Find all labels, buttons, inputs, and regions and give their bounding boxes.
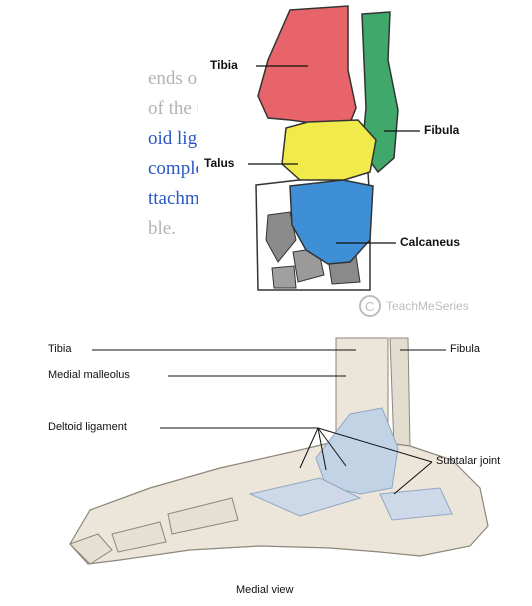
article-line: ble. (148, 214, 176, 243)
tibia-label: Tibia (48, 343, 71, 355)
watermark-text: TeachMeSeries (386, 299, 469, 313)
deltoid-ligament-shape (316, 408, 398, 494)
talus-bone (282, 120, 376, 180)
talus-label: Talus (204, 156, 234, 170)
calcaneus-label: Calcaneus (400, 235, 460, 249)
tibia-bone (258, 6, 356, 128)
medial-malleolus-label: Medial malleolus (48, 369, 130, 381)
subtalar-joint-label: Subtalar joint (436, 455, 500, 467)
ankle-coronal-illustration: C (198, 0, 532, 338)
svg-text:C: C (365, 299, 374, 314)
tibia-label: Tibia (210, 58, 238, 72)
fibula-label: Fibula (450, 343, 480, 355)
foot-medial-diagram: Tibia Fibula Medial malleolus Deltoid li… (0, 338, 532, 606)
deltoid-ligament-label: Deltoid ligament (48, 421, 127, 433)
fibula-shaft (390, 338, 410, 448)
ankle-coronal-diagram: C Tibia Fibula Talus Calcaneus TeachMeSe… (198, 0, 532, 338)
medial-view-caption: Medial view (236, 584, 293, 596)
fibula-label: Fibula (424, 123, 459, 137)
